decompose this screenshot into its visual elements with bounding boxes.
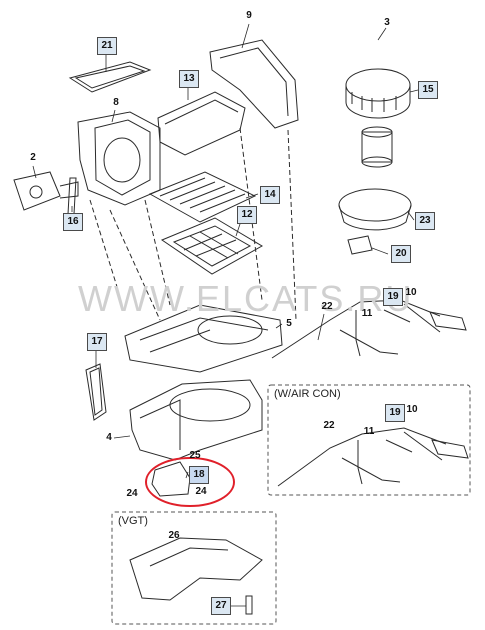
callout-16[interactable]: 16 <box>63 213 83 231</box>
part-5-lower-housing <box>124 304 283 373</box>
part-13-cover <box>157 91 246 156</box>
harness-upper <box>271 299 441 359</box>
callout-5[interactable]: 5 <box>286 318 292 329</box>
callout-22-lower[interactable]: 22 <box>323 420 335 431</box>
callout-24-left[interactable]: 24 <box>126 488 138 499</box>
part-12-frame <box>160 217 263 275</box>
part-21-gasket <box>68 61 152 93</box>
callout-11-lower[interactable]: 11 <box>363 426 375 437</box>
callout-10-lower[interactable]: 10 <box>406 404 418 415</box>
callout-3[interactable]: 3 <box>384 17 390 28</box>
group-label-vgt: (VGT) <box>118 515 148 527</box>
part-26-bracket <box>129 537 263 601</box>
callout-19-lower[interactable]: 19 <box>385 404 405 422</box>
callout-10-upper[interactable]: 10 <box>405 287 417 298</box>
callout-12[interactable]: 12 <box>237 206 257 224</box>
callout-4[interactable]: 4 <box>106 432 112 443</box>
part-4-blower-case <box>129 379 263 461</box>
group-w-air-con <box>267 384 471 496</box>
part-27-bolt <box>245 595 253 615</box>
part-9-frame <box>209 39 299 129</box>
part-20-connector <box>347 235 373 255</box>
callout-13[interactable]: 13 <box>179 70 199 88</box>
group-vgt <box>111 511 277 625</box>
part-8-upper-housing <box>77 111 161 206</box>
callout-22-upper[interactable]: 22 <box>321 301 333 312</box>
callout-27[interactable]: 27 <box>211 597 231 615</box>
callout-2[interactable]: 2 <box>30 152 36 163</box>
part-23-mount <box>338 188 412 222</box>
callout-9[interactable]: 9 <box>246 10 252 21</box>
group-label-w-air-con: (W/AIR CON) <box>274 388 341 400</box>
callout-24-right[interactable]: 24 <box>195 486 207 497</box>
callout-8[interactable]: 8 <box>113 97 119 108</box>
part-2-actuator <box>13 171 61 211</box>
highlight-part-18 <box>145 457 235 507</box>
callout-11-upper[interactable]: 11 <box>361 308 373 319</box>
part-14-filter <box>148 171 257 223</box>
part-15-fan <box>345 68 411 102</box>
part-17-seal <box>85 363 107 421</box>
callout-25[interactable]: 25 <box>189 450 201 461</box>
callout-23[interactable]: 23 <box>415 212 435 230</box>
watermark: WWW.ELCATS.RU <box>78 278 414 319</box>
part-18-resistor <box>151 461 191 497</box>
callout-17[interactable]: 17 <box>87 333 107 351</box>
callout-19-upper[interactable]: 19 <box>383 288 403 306</box>
callout-18[interactable]: 18 <box>189 466 209 484</box>
callout-15[interactable]: 15 <box>418 81 438 99</box>
callout-21[interactable]: 21 <box>97 37 117 55</box>
callout-20[interactable]: 20 <box>391 245 411 263</box>
callout-26[interactable]: 26 <box>168 530 180 541</box>
callout-14[interactable]: 14 <box>260 186 280 204</box>
harness-lower <box>277 427 447 487</box>
